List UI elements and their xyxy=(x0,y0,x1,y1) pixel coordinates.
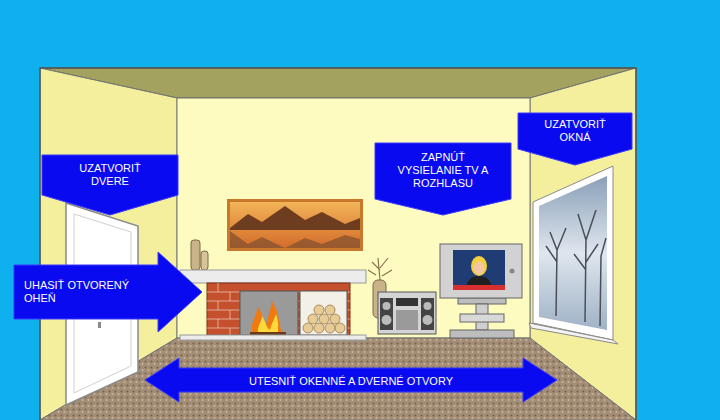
window-glass xyxy=(539,176,607,330)
window-trees xyxy=(546,210,606,326)
callout-arrow: UZATVORIŤ OKNÁ xyxy=(518,113,632,165)
window-frame xyxy=(533,166,613,340)
picture-frame xyxy=(227,199,363,251)
room-outline xyxy=(40,68,636,420)
window xyxy=(529,166,618,344)
hearth xyxy=(180,335,366,340)
picture-mountains xyxy=(230,206,360,230)
brick-body xyxy=(207,283,350,335)
arrow-outline xyxy=(14,252,202,332)
speaker xyxy=(380,298,393,330)
vase xyxy=(201,251,208,270)
picture-reflection xyxy=(230,231,360,248)
presenter-hair xyxy=(471,256,487,276)
mantel xyxy=(180,270,366,283)
speaker-cone xyxy=(382,315,392,325)
arrow-outline xyxy=(375,143,511,215)
fire-opening xyxy=(240,291,298,335)
back-wall xyxy=(177,98,530,338)
stereo-display xyxy=(396,298,418,306)
log-store xyxy=(300,291,347,335)
tv-banner xyxy=(453,285,505,290)
presenter-face xyxy=(474,262,484,275)
callout-text-box: UZATVORIŤ DVERE xyxy=(70,162,150,189)
callout-arrow: ZAPNÚŤ VYSIELANIE TV A ROZHLASU xyxy=(375,143,511,215)
vase xyxy=(191,240,200,270)
callout-arrow: UHASIŤ OTVORENÝ OHEŇ xyxy=(14,252,202,332)
callout-text: UZATVORIŤ OKNÁ xyxy=(537,118,613,144)
callout-text-box: ZAPNÚŤ VYSIELANIE TV A ROZHLASU xyxy=(395,151,491,191)
tv-body xyxy=(440,244,522,298)
tv-knob xyxy=(510,269,515,274)
logs xyxy=(303,305,345,333)
callout-text: UTESNIŤ OKENNÉ A DVERNÉ OTVORY xyxy=(249,375,453,388)
arrow-outline xyxy=(518,113,632,165)
tv-stand-base xyxy=(450,330,514,338)
flame-core xyxy=(258,314,278,333)
picture-sky xyxy=(230,202,360,248)
arrow-outline xyxy=(42,155,178,215)
speaker-cone xyxy=(383,302,391,310)
speaker xyxy=(421,298,434,330)
branches xyxy=(368,258,392,280)
window-sill xyxy=(529,323,618,344)
television xyxy=(440,244,522,338)
flame xyxy=(252,300,282,333)
callout-text: UHASIŤ OTVORENÝ OHEŇ xyxy=(24,279,144,305)
arrow-outline xyxy=(145,358,557,402)
callout-arrow: UZATVORIŤ DVERE xyxy=(42,155,178,215)
callout-text-box: UTESNIŤ OKENNÉ A DVERNÉ OTVORY xyxy=(249,371,453,389)
stereo xyxy=(378,292,436,334)
landscape-picture xyxy=(227,199,363,251)
callout-text-box: UZATVORIŤ OKNÁ xyxy=(537,118,613,145)
fireplace xyxy=(180,240,366,340)
tv-screen xyxy=(453,250,505,290)
door-lock xyxy=(98,322,101,328)
tv-stand-top xyxy=(458,298,506,304)
callout-arrow: UTESNIŤ OKENNÉ A DVERNÉ OTVORY xyxy=(145,358,557,402)
speaker-cone xyxy=(424,302,432,310)
speaker-cone xyxy=(423,315,433,325)
stereo-body xyxy=(378,292,436,334)
tv-stand-shelf xyxy=(460,314,504,322)
callout-text-box: UHASIŤ OTVORENÝ OHEŇ xyxy=(24,279,144,306)
callout-text: ZAPNÚŤ VYSIELANIE TV A ROZHLASU xyxy=(395,151,491,190)
brick-joints xyxy=(207,283,350,335)
stereo-deck xyxy=(396,310,418,330)
callout-text: UZATVORIŤ DVERE xyxy=(70,162,150,188)
